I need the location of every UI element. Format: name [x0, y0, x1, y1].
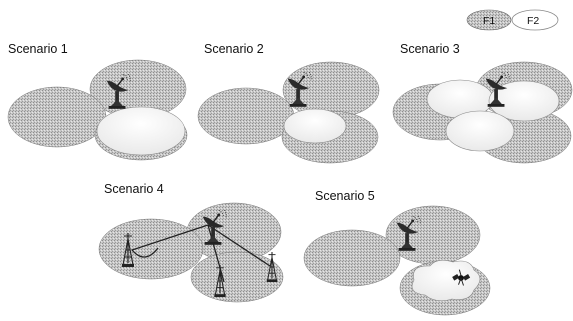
legend-f2-label: F2	[527, 15, 539, 27]
cell-f1	[303, 229, 401, 287]
scenario-1: Scenario 1	[7, 42, 188, 161]
legend-f1-label: F1	[483, 15, 495, 27]
scenario-2-label: Scenario 2	[204, 42, 264, 56]
scenario-4-label: Scenario 4	[104, 182, 164, 196]
cell-f2	[96, 106, 186, 156]
scenario-3: Scenario 3	[392, 42, 573, 164]
cell-f1	[7, 86, 107, 148]
cell-f2	[411, 259, 481, 302]
scenario-3-label: Scenario 3	[400, 42, 460, 56]
cell-f1	[385, 205, 481, 265]
legend: F1 F2	[466, 9, 559, 31]
scenario-5: Scenario 5	[303, 189, 491, 316]
cell-f2	[445, 110, 515, 152]
scenario-1-label: Scenario 1	[8, 42, 68, 56]
scenario-5-label: Scenario 5	[315, 189, 375, 203]
cell-f1	[190, 251, 284, 303]
scenario-4: Scenario 4	[98, 182, 284, 303]
cell-f2	[488, 80, 560, 122]
cell-f1	[197, 87, 295, 145]
cell-f1	[98, 218, 204, 280]
cell-f2	[283, 108, 347, 144]
legend-f2-swatch	[511, 9, 559, 31]
legend-f1-swatch	[466, 9, 512, 31]
link-line	[130, 224, 271, 283]
scenario-2: Scenario 2	[197, 42, 380, 164]
